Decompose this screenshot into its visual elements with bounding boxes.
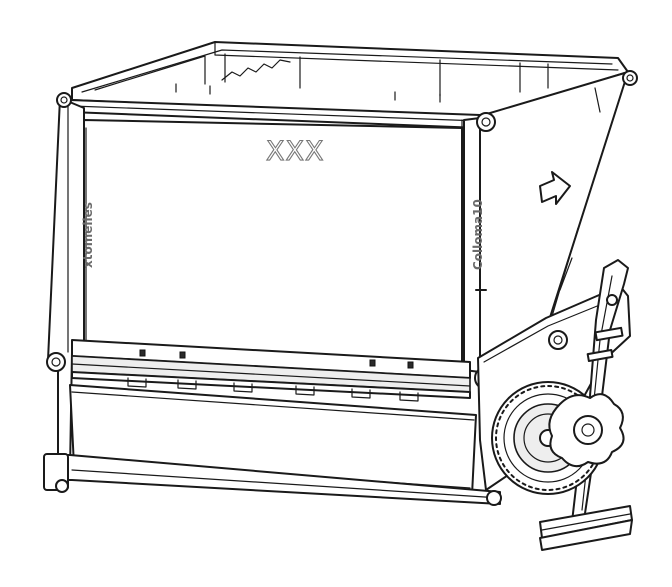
bolt-bottom-left (55, 479, 69, 493)
front-panel: XXX (83, 119, 463, 367)
right-engraving: Colloma10 (471, 199, 485, 270)
arrow-right-icon (539, 171, 571, 205)
bolt-top-right (476, 112, 496, 132)
roller-bar (71, 339, 471, 402)
bolt-top-left (56, 92, 72, 108)
stand-foot (539, 505, 633, 551)
bottom-bar (43, 453, 502, 506)
bolt-mid-left (46, 352, 66, 372)
front-mark: XXX (266, 136, 325, 167)
left-engraving: xtomelles (81, 202, 95, 268)
adjustment-knob[interactable] (548, 393, 625, 468)
bolt-rear-right (622, 70, 638, 86)
